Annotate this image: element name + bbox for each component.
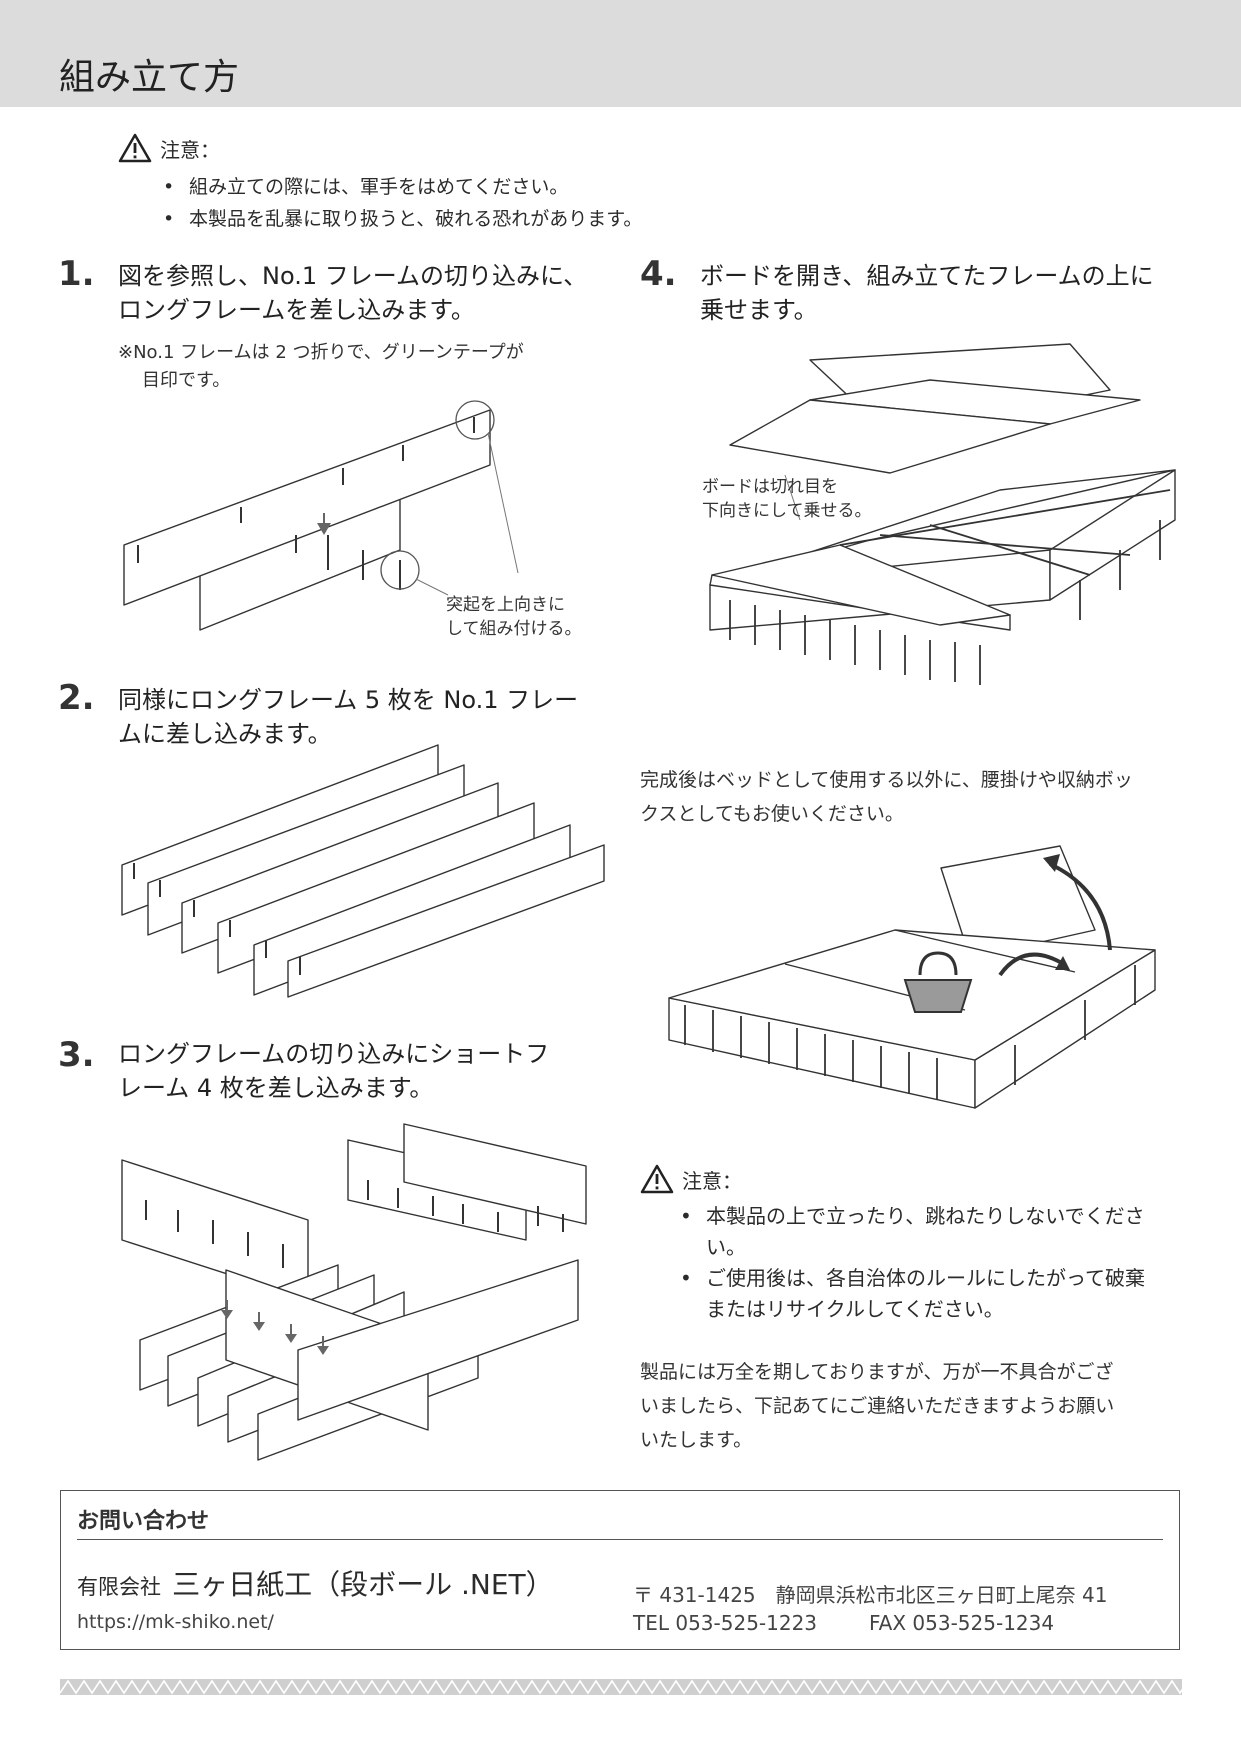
- step-2-line: 同様にロングフレーム 5 枚を No.1 フレー: [118, 683, 578, 717]
- closing-line: いたします。: [640, 1423, 1114, 1457]
- caution-bottom-heading: 注意：: [640, 1164, 742, 1194]
- step-4-callout-line: 下向きにして乗せる。: [702, 499, 872, 523]
- caution-bottom: 注意：: [640, 1164, 742, 1194]
- caution-bottom-item: ご使用後は、各自治体のルールにしたがって破棄 またはリサイクルしてください。: [680, 1263, 1145, 1325]
- step-1-number: 1.: [58, 254, 95, 294]
- step-1-note-line: 目印です。: [118, 367, 524, 395]
- company-prefix: 有限会社: [77, 1575, 161, 1599]
- step-1-line: 図を参照し、No.1 フレームの切り込みに、: [118, 259, 587, 293]
- step-4-text: ボードを開き、組み立てたフレームの上に 乗せます。: [700, 259, 1154, 327]
- contact-heading: お問い合わせ: [77, 1503, 209, 1535]
- step-3-line: レーム 4 枚を差し込みます。: [118, 1071, 549, 1105]
- step-1-callout: 突起を上向きに して組み付ける。: [446, 593, 582, 641]
- step-3-number: 3.: [58, 1035, 95, 1075]
- closing-line: 製品には万全を期しておりますが、万が一不具合がござ: [640, 1355, 1114, 1389]
- header-bar: 組み立て方: [0, 0, 1241, 107]
- page-title: 組み立て方: [59, 48, 239, 100]
- tel-number: TEL 053-525-1223: [633, 1611, 817, 1635]
- caution-bottom-line: ご使用後は、各自治体のルールにしたがって破棄: [706, 1263, 1145, 1294]
- warning-triangle-icon: [640, 1164, 674, 1194]
- caution-bottom-line: い。: [706, 1232, 1145, 1263]
- step-2-line: ムに差し込みます。: [118, 717, 578, 751]
- caution-bottom-item: 本製品の上で立ったり、跳ねたりしないでくださ い。: [680, 1201, 1145, 1263]
- caution-top: 注意：: [118, 133, 220, 163]
- warning-triangle-icon: [118, 133, 152, 163]
- fax-number: FAX 053-525-1234: [869, 1611, 1054, 1635]
- step-4-number: 4.: [640, 254, 677, 294]
- step-4-diagram: [700, 340, 1190, 720]
- caution-top-heading: 注意：: [118, 133, 220, 163]
- caution-bottom-list: 本製品の上で立ったり、跳ねたりしないでくださ い。 ご使用後は、各自治体のルール…: [680, 1201, 1145, 1325]
- completion-line: 完成後はベッドとして使用する以外に、腰掛けや収納ボッ: [640, 763, 1133, 797]
- step-1-callout-line: 突起を上向きに: [446, 593, 582, 617]
- contact-url[interactable]: https://mk-shiko.net/: [77, 1611, 274, 1633]
- closing-text: 製品には万全を期しておりますが、万が一不具合がござ いましたら、下記あてにご連絡…: [640, 1355, 1114, 1457]
- step-2-number: 2.: [58, 678, 95, 718]
- step-1-note: ※No.1 フレームは 2 つ折りで、グリーンテープが 目印です。: [118, 339, 524, 395]
- caution-bottom-line: またはリサイクルしてください。: [706, 1294, 1145, 1325]
- closing-line: いましたら、下記あてにご連絡いただきますようお願い: [640, 1389, 1114, 1423]
- company-name: 三ヶ日紙工（段ボール .NET）: [172, 1568, 554, 1601]
- step-1-text: 図を参照し、No.1 フレームの切り込みに、 ロングフレームを差し込みます。: [118, 259, 587, 327]
- step-4-callout-line: ボードは切れ目を: [702, 475, 872, 499]
- completion-line: クスとしてもお使いください。: [640, 797, 1133, 831]
- caution-top-list: 組み立ての際には、軍手をはめてください。 本製品を乱暴に取り扱うと、破れる恐れが…: [163, 171, 642, 235]
- contact-divider: [77, 1539, 1163, 1540]
- decorative-zigzag-strip: [60, 1679, 1182, 1695]
- caution-bottom-label: 注意：: [682, 1165, 742, 1194]
- step-2-diagram: [118, 765, 608, 1000]
- step-1-line: ロングフレームを差し込みます。: [118, 293, 587, 327]
- caution-bottom-line: 本製品の上で立ったり、跳ねたりしないでくださ: [706, 1201, 1145, 1232]
- step-3-line: ロングフレームの切り込みにショートフ: [118, 1037, 549, 1071]
- caution-top-item: 組み立ての際には、軍手をはめてください。: [163, 171, 642, 203]
- step-4-line: 乗せます。: [700, 293, 1154, 327]
- step-2-text: 同様にロングフレーム 5 枚を No.1 フレー ムに差し込みます。: [118, 683, 578, 751]
- step-4-line: ボードを開き、組み立てたフレームの上に: [700, 259, 1154, 293]
- step-1-note-line: ※No.1 フレームは 2 つ折りで、グリーンテープが: [118, 339, 524, 367]
- company: 有限会社 三ヶ日紙工（段ボール .NET）: [77, 1563, 554, 1603]
- step-1-callout-line: して組み付ける。: [446, 617, 582, 641]
- caution-top-item: 本製品を乱暴に取り扱うと、破れる恐れがあります。: [163, 203, 642, 235]
- completed-bed-diagram: [665, 840, 1165, 1130]
- completion-text: 完成後はベッドとして使用する以外に、腰掛けや収納ボッ クスとしてもお使いください…: [640, 763, 1133, 831]
- contact-box: お問い合わせ 有限会社 三ヶ日紙工（段ボール .NET） https://mk-…: [60, 1490, 1180, 1650]
- step-3-diagram: [118, 1120, 598, 1465]
- caution-top-label: 注意：: [160, 134, 220, 163]
- step-4-callout: ボードは切れ目を 下向きにして乗せる。: [702, 475, 872, 523]
- step-3-text: ロングフレームの切り込みにショートフ レーム 4 枚を差し込みます。: [118, 1037, 549, 1105]
- postal-address: 〒 431-1425 静岡県浜松市北区三ヶ日町上尾奈 41: [633, 1579, 1107, 1608]
